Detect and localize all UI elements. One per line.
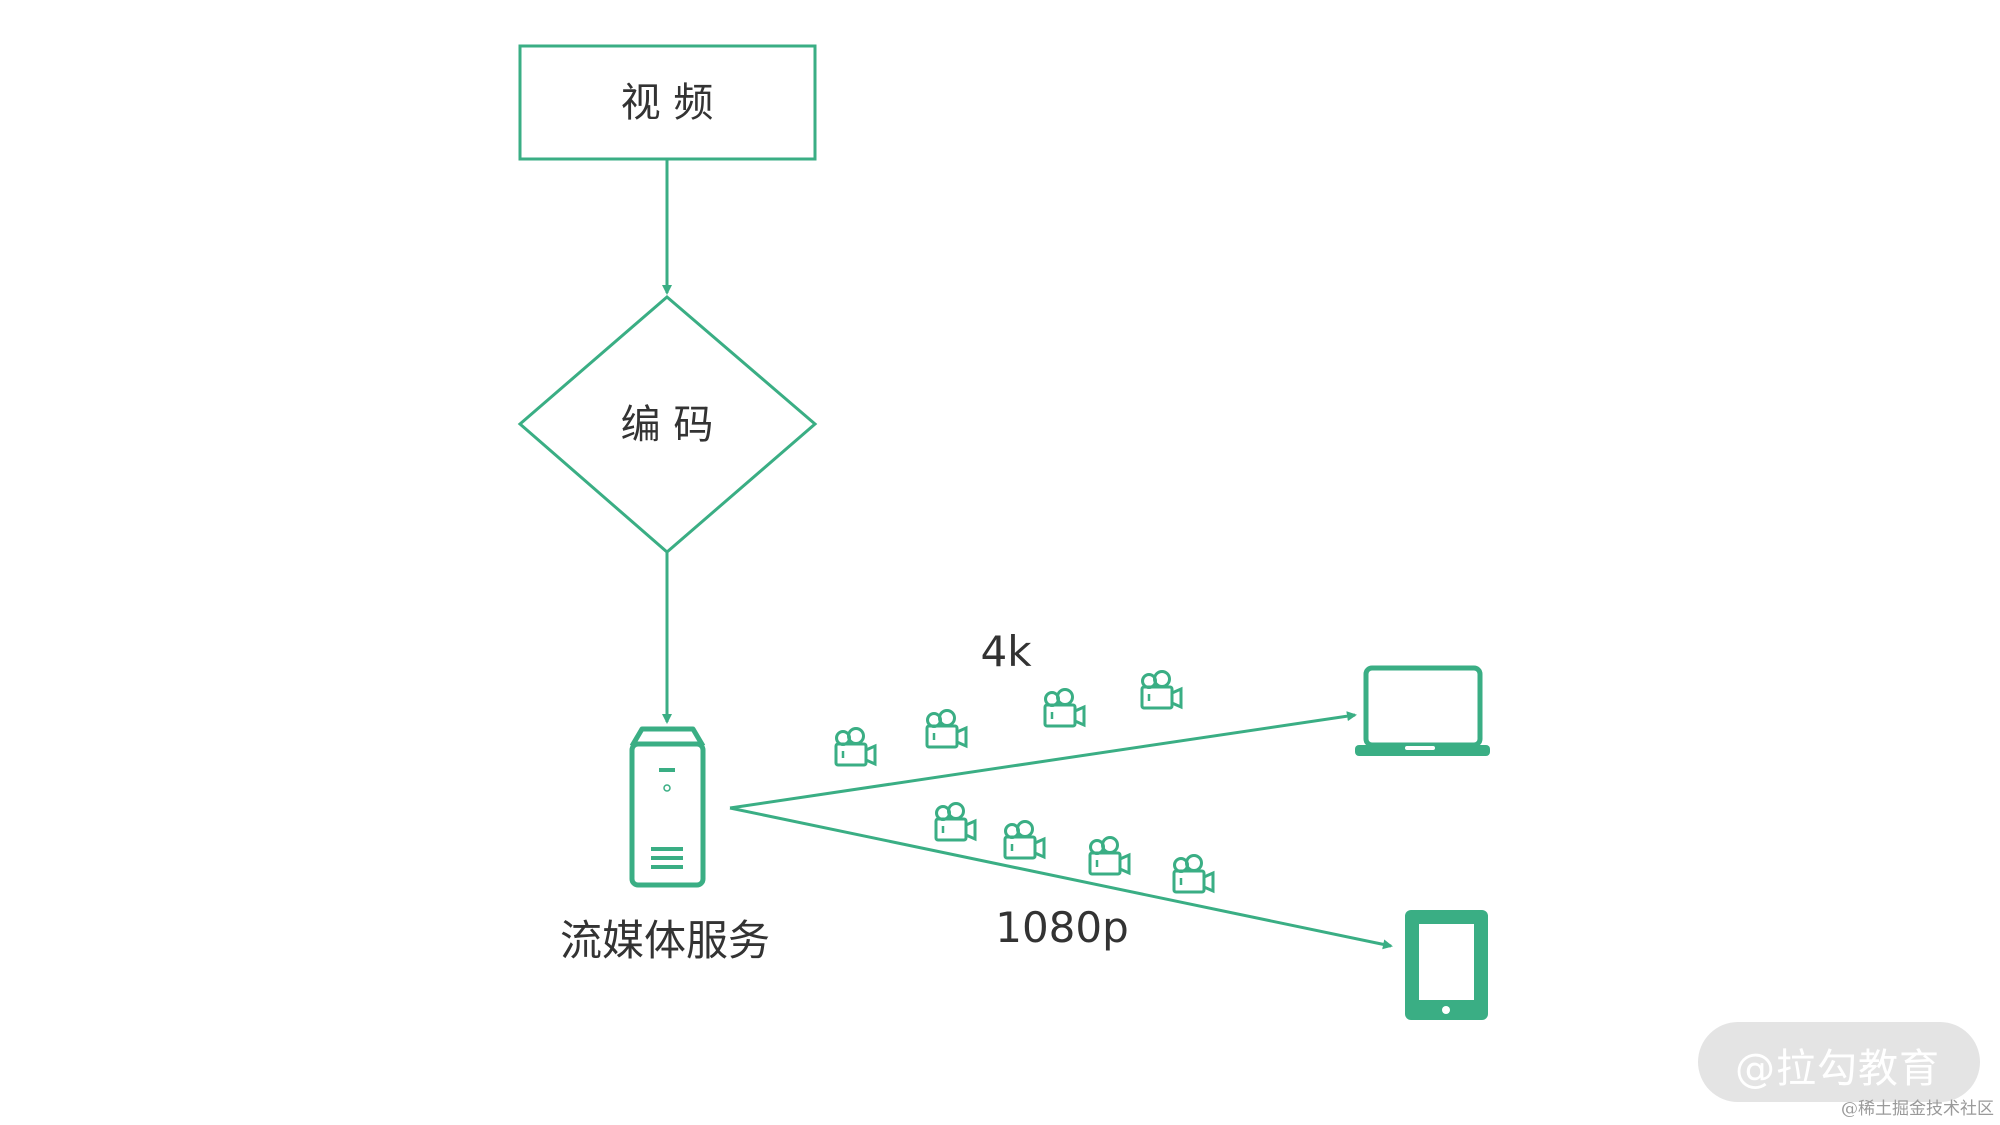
watermark-badge-text: @拉勾教育 <box>1735 1046 1940 1092</box>
tablet-icon <box>1405 910 1488 1020</box>
server-node-label: 流媒体服务 <box>560 916 770 965</box>
video-camera-icon <box>1088 836 1131 876</box>
video-camera-icon <box>1140 670 1183 710</box>
video-camera-icon <box>1172 854 1215 894</box>
watermark-site-text: @稀土掘金技术社区 <box>1841 1099 1994 1119</box>
video-camera-icon <box>925 709 968 749</box>
watermark-badge <box>1698 1022 1980 1102</box>
video-camera-icon <box>1043 688 1086 728</box>
lower-edge-label: 1080p <box>995 903 1129 952</box>
encode-node-label: 编 码 <box>621 402 714 448</box>
server-tower-icon <box>629 726 706 888</box>
upper-edge-label: 4k <box>980 627 1032 676</box>
video-camera-icon <box>934 802 977 842</box>
arrow-server-to-laptop <box>729 711 1357 810</box>
video-node-label: 视 频 <box>621 80 714 126</box>
video-node <box>518 44 817 161</box>
video-camera-icon <box>834 727 877 767</box>
video-camera-icon <box>1003 820 1046 860</box>
arrow-server-to-tablet <box>729 806 1393 950</box>
laptop-icon <box>1355 665 1490 756</box>
